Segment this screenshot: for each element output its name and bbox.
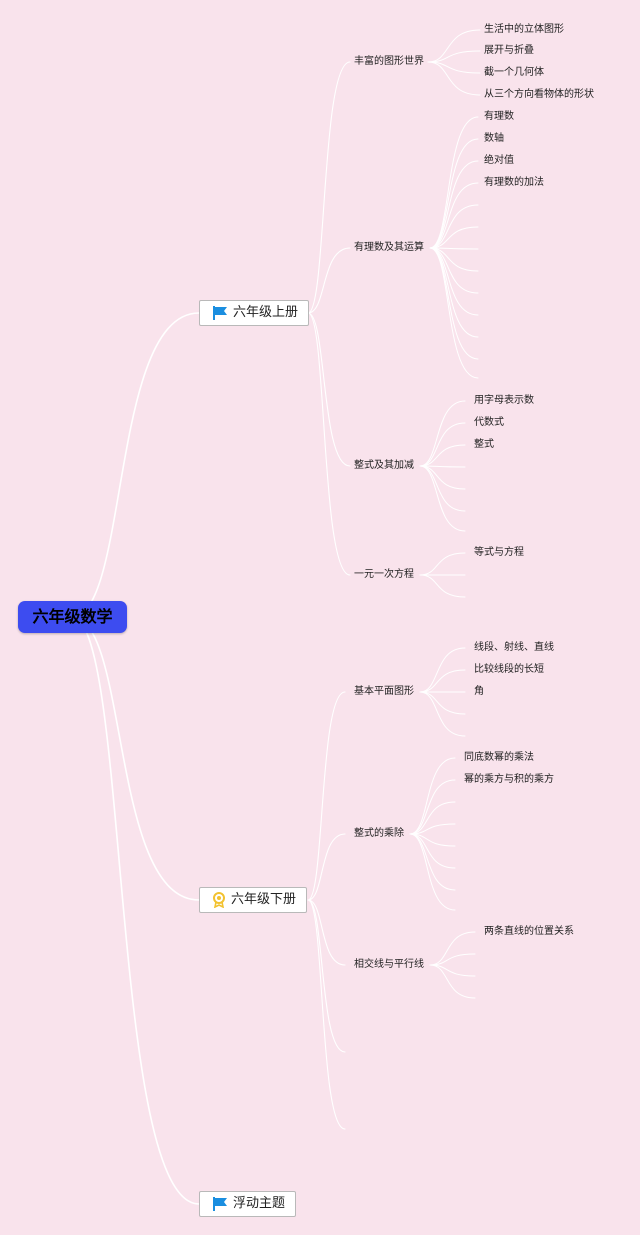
leaf-item[interactable]: 两条直线的位置关系 bbox=[484, 926, 574, 937]
connector-line bbox=[427, 50, 481, 63]
topic-grade6-upper[interactable]: 六年级上册 bbox=[199, 300, 310, 326]
connector-line bbox=[427, 29, 481, 63]
connector-line bbox=[307, 899, 346, 1053]
connector-line bbox=[429, 116, 479, 249]
connector-line bbox=[409, 823, 456, 835]
connector-line bbox=[307, 899, 346, 1130]
blue-flag-icon bbox=[212, 306, 228, 320]
connector-line bbox=[419, 400, 466, 467]
connector-line bbox=[419, 647, 466, 693]
connector-line bbox=[307, 312, 351, 576]
subtopic-basic-plane-figures[interactable]: 基本平面图形 bbox=[354, 686, 414, 697]
leaf-item[interactable]: 线段、射线、直线 bbox=[474, 642, 554, 653]
connector-line bbox=[307, 61, 351, 314]
connector-line bbox=[429, 931, 476, 966]
connector-line bbox=[409, 833, 456, 911]
connector-line bbox=[429, 226, 479, 249]
connector-line bbox=[419, 691, 466, 737]
subtopic-linear-equation[interactable]: 一元一次方程 bbox=[354, 569, 414, 580]
connector-line bbox=[409, 801, 456, 835]
topic-label: 六年级上册 bbox=[233, 305, 299, 320]
connector-line bbox=[409, 833, 456, 869]
connector-line bbox=[429, 964, 476, 999]
leaf-item[interactable]: 有理数 bbox=[484, 111, 514, 122]
connector-line bbox=[429, 138, 479, 249]
connector-line bbox=[419, 574, 466, 598]
leaf-item[interactable]: 数轴 bbox=[484, 133, 504, 144]
connector-line bbox=[419, 669, 466, 693]
subtopic-polynomial-add-sub[interactable]: 整式及其加减 bbox=[354, 460, 414, 471]
leaf-item[interactable]: 绝对值 bbox=[484, 155, 514, 166]
connector-line bbox=[419, 422, 466, 467]
connector-line bbox=[419, 444, 466, 467]
subtopic-polynomial-mul-div[interactable]: 整式的乘除 bbox=[354, 828, 404, 839]
connector-line bbox=[71, 616, 200, 901]
connector-line bbox=[429, 247, 479, 360]
connector-line bbox=[307, 899, 346, 966]
connector-line bbox=[429, 247, 479, 316]
leaf-item[interactable]: 同底数幂的乘法 bbox=[464, 752, 534, 763]
connector-line bbox=[429, 160, 479, 249]
connector-line bbox=[307, 691, 346, 901]
connector-line bbox=[419, 552, 466, 576]
leaf-item[interactable]: 从三个方向看物体的形状 bbox=[484, 89, 594, 100]
leaf-item[interactable]: 比较线段的长短 bbox=[474, 664, 544, 675]
connector-line bbox=[419, 465, 466, 532]
leaf-item[interactable]: 生活中的立体图形 bbox=[484, 24, 564, 35]
topic-floating[interactable]: 浮动主题 bbox=[199, 1191, 297, 1217]
subtopic-intersecting-parallel-lines[interactable]: 相交线与平行线 bbox=[354, 959, 424, 970]
subtopic-rich-shape-world[interactable]: 丰富的图形世界 bbox=[354, 56, 424, 67]
leaf-item[interactable]: 整式 bbox=[474, 439, 494, 450]
blue-flag-icon bbox=[212, 1197, 228, 1211]
leaf-item[interactable]: 截一个几何体 bbox=[484, 67, 544, 78]
leaf-item[interactable]: 代数式 bbox=[474, 417, 504, 428]
connector-line bbox=[307, 312, 351, 467]
topic-label: 六年级下册 bbox=[231, 892, 297, 907]
leaf-item[interactable]: 有理数的加法 bbox=[484, 177, 544, 188]
subtopic-rational-numbers[interactable]: 有理数及其运算 bbox=[354, 242, 424, 253]
connector-line bbox=[429, 182, 479, 249]
leaf-item[interactable]: 展开与折叠 bbox=[484, 45, 534, 56]
connector-line bbox=[307, 833, 346, 901]
connector-line bbox=[429, 247, 479, 379]
award-ribbon-icon bbox=[212, 892, 226, 908]
connector-line bbox=[429, 953, 476, 966]
connector-line bbox=[429, 204, 479, 249]
connector-line bbox=[427, 61, 481, 96]
connector-line bbox=[409, 757, 456, 835]
connector-line bbox=[307, 247, 351, 314]
root-topic[interactable]: 六年级数学 bbox=[18, 601, 127, 633]
connector-line bbox=[71, 616, 200, 1205]
topic-grade6-lower[interactable]: 六年级下册 bbox=[199, 887, 308, 913]
leaf-item[interactable]: 幂的乘方与积的乘方 bbox=[464, 774, 554, 785]
leaf-item[interactable]: 等式与方程 bbox=[474, 547, 524, 558]
connector-line bbox=[419, 691, 466, 715]
topic-label: 浮动主题 bbox=[233, 1196, 286, 1211]
connector-line bbox=[409, 779, 456, 835]
leaf-item[interactable]: 用字母表示数 bbox=[474, 395, 534, 406]
leaf-item[interactable]: 角 bbox=[474, 686, 484, 697]
connector-line bbox=[71, 312, 200, 618]
